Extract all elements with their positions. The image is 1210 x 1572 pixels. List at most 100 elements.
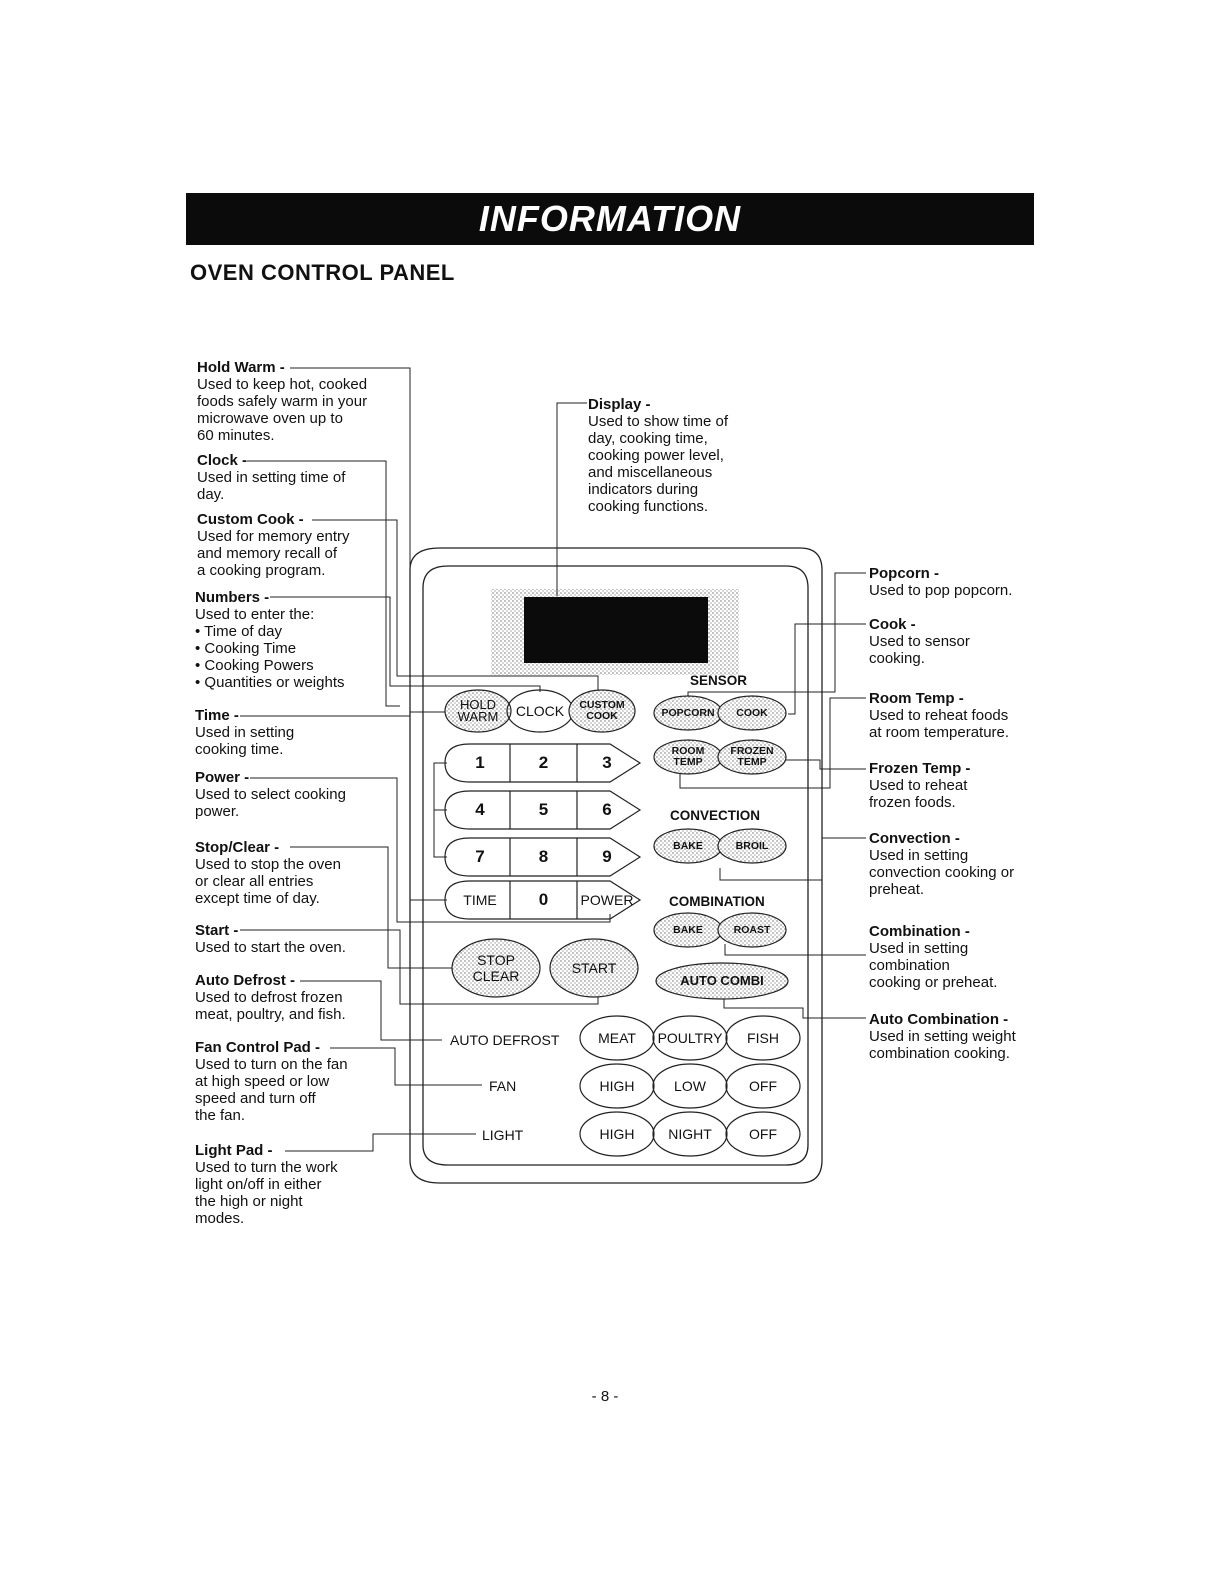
sensor-label: SENSOR [690, 673, 748, 688]
combination-label: COMBINATION [669, 894, 765, 909]
desc-custom-cook: Custom Cook - Used for memory entry and … [197, 511, 350, 579]
desc-title: Frozen Temp - [869, 760, 971, 777]
desc-combination: Combination - Used in setting combinatio… [869, 923, 997, 991]
fan-off-button[interactable]: OFF [749, 1078, 777, 1094]
convection-label: CONVECTION [670, 808, 761, 823]
desc-title: Popcorn - [869, 565, 939, 582]
desc-room-temp: Room Temp - Used to reheat foods at room… [869, 690, 1009, 741]
desc-body: Used to start the oven. [195, 939, 346, 956]
desc-title: Numbers - [195, 589, 270, 606]
desc-title: Light Pad - [195, 1142, 273, 1159]
light-off-button[interactable]: OFF [749, 1126, 777, 1142]
desc-stop-clear: Stop/Clear - Used to stop the oven or cl… [195, 839, 341, 907]
desc-title: Room Temp - [869, 690, 964, 707]
start-button[interactable]: START [571, 960, 617, 976]
desc-time: Time - Used in setting cooking time. [195, 707, 294, 758]
fan-label: FAN [489, 1078, 517, 1094]
desc-clock: Clock - Used in setting time of day. [197, 452, 345, 503]
broil-button[interactable]: BROIL [735, 839, 769, 852]
custom-cook-button[interactable]: CUSTOM COOK [579, 699, 625, 722]
desc-title: Display - [588, 396, 651, 413]
desc-body: Used to show time of day, cooking time, … [588, 413, 729, 515]
desc-body: Used in setting convection cooking or pr… [869, 847, 1015, 898]
popcorn-button[interactable]: POPCORN [661, 706, 715, 719]
desc-body: Used to turn the work light on/off in ei… [195, 1159, 338, 1227]
poultry-button[interactable]: POULTRY [657, 1030, 723, 1046]
desc-title: Auto Combination - [869, 1011, 1009, 1028]
number-2-button[interactable]: 2 [538, 753, 549, 772]
light-night-button[interactable]: NIGHT [668, 1126, 712, 1142]
number-9-button[interactable]: 9 [602, 847, 612, 866]
desc-body: Used to reheat foods at room temperature… [869, 707, 1010, 741]
clock-button[interactable]: CLOCK [515, 703, 565, 719]
desc-body: Used to sensor cooking. [869, 633, 970, 667]
desc-body: Used to keep hot, cooked foods safely wa… [197, 376, 368, 444]
number-4-button[interactable]: 4 [475, 800, 485, 819]
frozen-temp-button[interactable]: FROZEN TEMP [730, 745, 774, 768]
convection-bake-button[interactable]: BAKE [673, 839, 703, 852]
light-high-button[interactable]: HIGH [599, 1126, 635, 1142]
hold-warm-button[interactable]: HOLD WARM [457, 697, 499, 724]
information-banner: INFORMATION [186, 193, 1034, 245]
desc-title: Hold Warm - [197, 359, 285, 376]
section-title: OVEN CONTROL PANEL [190, 260, 455, 285]
desc-popcorn: Popcorn - Used to pop popcorn. [869, 565, 1012, 599]
auto-combi-button[interactable]: AUTO COMBI [680, 973, 764, 988]
desc-start: Start - Used to start the oven. [195, 922, 346, 956]
fan-high-button[interactable]: HIGH [599, 1078, 635, 1094]
room-temp-button[interactable]: ROOM TEMP [671, 745, 705, 768]
combination-bake-button[interactable]: BAKE [673, 923, 703, 936]
desc-numbers: Numbers - Used to enter the: • Time of d… [195, 589, 345, 691]
meat-button[interactable]: MEAT [598, 1030, 636, 1046]
time-button[interactable]: TIME [463, 892, 497, 908]
auto-defrost-label: AUTO DEFROST [450, 1032, 560, 1048]
desc-light-pad: Light Pad - Used to turn the work light … [195, 1142, 338, 1227]
desc-title: Convection - [869, 830, 960, 847]
number-6-button[interactable]: 6 [602, 800, 612, 819]
stop-clear-button[interactable]: STOP CLEAR [472, 952, 520, 984]
number-3-button[interactable]: 3 [602, 753, 612, 772]
desc-title: Time - [195, 707, 239, 724]
light-label: LIGHT [482, 1127, 524, 1143]
desc-body: Used to enter the: • Time of day • Cooki… [195, 606, 345, 691]
number-8-button[interactable]: 8 [538, 847, 549, 866]
desc-fan-control: Fan Control Pad - Used to turn on the fa… [195, 1039, 348, 1124]
page-number: - 8 - [591, 1388, 619, 1405]
desc-cook: Cook - Used to sensor cooking. [869, 616, 970, 667]
desc-title: Power - [195, 769, 250, 786]
fish-button[interactable]: FISH [747, 1030, 779, 1046]
desc-auto-combination: Auto Combination - Used in setting weigh… [869, 1011, 1016, 1062]
desc-title: Start - [195, 922, 239, 939]
desc-body: Used to pop popcorn. [869, 582, 1013, 599]
fan-low-button[interactable]: LOW [674, 1078, 706, 1094]
desc-title: Auto Defrost - [195, 972, 295, 989]
desc-body: Used in setting weight combination cooki… [869, 1028, 1016, 1062]
desc-body: Used in setting cooking time. [195, 724, 295, 758]
display-screen [524, 597, 708, 663]
desc-body: Used in setting time of day. [197, 469, 346, 503]
desc-title: Stop/Clear - [195, 839, 280, 856]
desc-body: Used in setting combination cooking or p… [869, 940, 998, 991]
number-0-button[interactable]: 0 [538, 890, 549, 909]
power-button[interactable]: POWER [580, 892, 634, 908]
desc-body: Used to reheat frozen foods. [869, 777, 968, 811]
cook-button[interactable]: COOK [736, 706, 768, 719]
desc-frozen-temp: Frozen Temp - Used to reheat frozen food… [869, 760, 970, 811]
desc-power: Power - Used to select cooking power. [195, 769, 346, 820]
number-1-button[interactable]: 1 [475, 753, 485, 772]
desc-body: Used to defrost frozen meat, poultry, an… [195, 989, 346, 1023]
number-5-button[interactable]: 5 [538, 800, 549, 819]
desc-display: Display - Used to show time of day, cook… [588, 396, 728, 515]
desc-body: Used for memory entry and memory recall … [197, 528, 350, 579]
desc-title: Fan Control Pad - [195, 1039, 320, 1056]
desc-body: Used to turn on the fan at high speed or… [195, 1056, 348, 1124]
desc-convection: Convection - Used in setting convection … [869, 830, 1014, 898]
roast-button[interactable]: ROAST [733, 923, 771, 936]
number-7-button[interactable]: 7 [475, 847, 485, 866]
desc-title: Cook - [869, 616, 916, 633]
desc-auto-defrost: Auto Defrost - Used to defrost frozen me… [195, 972, 346, 1023]
desc-title: Combination - [869, 923, 970, 940]
desc-title: Clock - [197, 452, 248, 469]
desc-body: Used to stop the oven or clear all entri… [195, 856, 341, 907]
